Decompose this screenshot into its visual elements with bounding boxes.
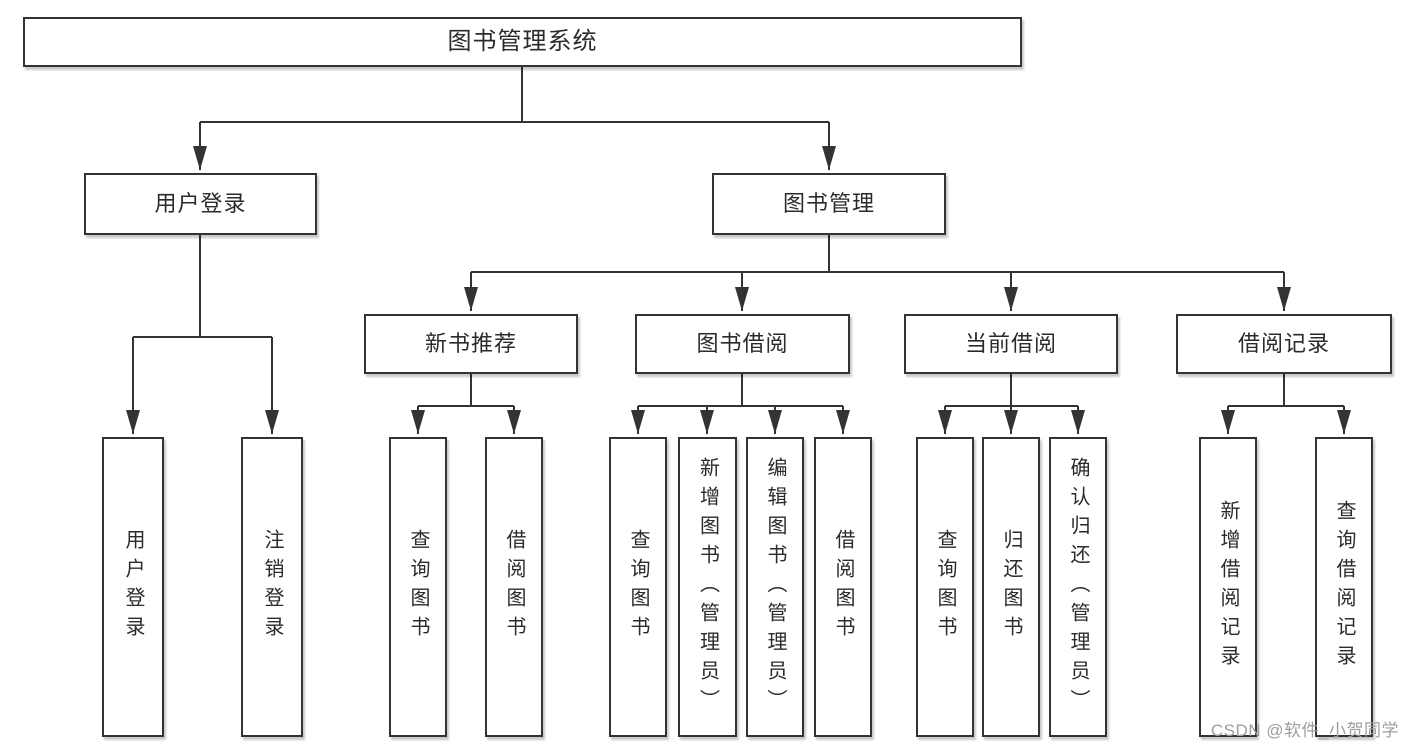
csdn-watermark: CSDN @软件_小贺同学 [1210,721,1399,740]
leaf-current-query-books: 查询图书 [916,437,974,737]
leaf-records-query-record: 查询借阅记录 [1315,437,1373,737]
connector-root-to-level2 [193,67,836,170]
leaf-logout: 注销登录 [241,437,303,737]
node-user-login: 用户登录 [84,173,317,235]
connector-current-borrow-children [938,374,1085,434]
node-library-management-system: 图书管理系统 [23,17,1022,67]
leaf-user-login: 用户登录 [102,437,164,737]
connector-new-books-children [411,374,521,434]
connector-user-login-children [126,235,279,434]
leaf-borrow-edit-books-admin: 编辑图书（管理员） [746,437,804,737]
leaf-current-confirm-return-admin: 确认归还（管理员） [1049,437,1107,737]
leaf-newbooks-query-books: 查询图书 [389,437,447,737]
connector-book-borrow-children [631,374,850,434]
leaf-borrow-borrow-books: 借阅图书 [814,437,872,737]
leaf-newbooks-borrow-books: 借阅图书 [485,437,543,737]
leaf-borrow-add-books-admin: 新增图书（管理员） [678,437,737,737]
node-current-borrow: 当前借阅 [904,314,1118,374]
node-book-management: 图书管理 [712,173,946,235]
leaf-records-add-record: 新增借阅记录 [1199,437,1257,737]
node-book-borrow: 图书借阅 [635,314,850,374]
connector-book-management-children [464,235,1291,311]
connector-borrow-records-children [1221,374,1351,434]
node-borrow-records: 借阅记录 [1176,314,1392,374]
leaf-borrow-query-books: 查询图书 [609,437,667,737]
leaf-current-return-books: 归还图书 [982,437,1040,737]
node-new-book-recommend: 新书推荐 [364,314,578,374]
